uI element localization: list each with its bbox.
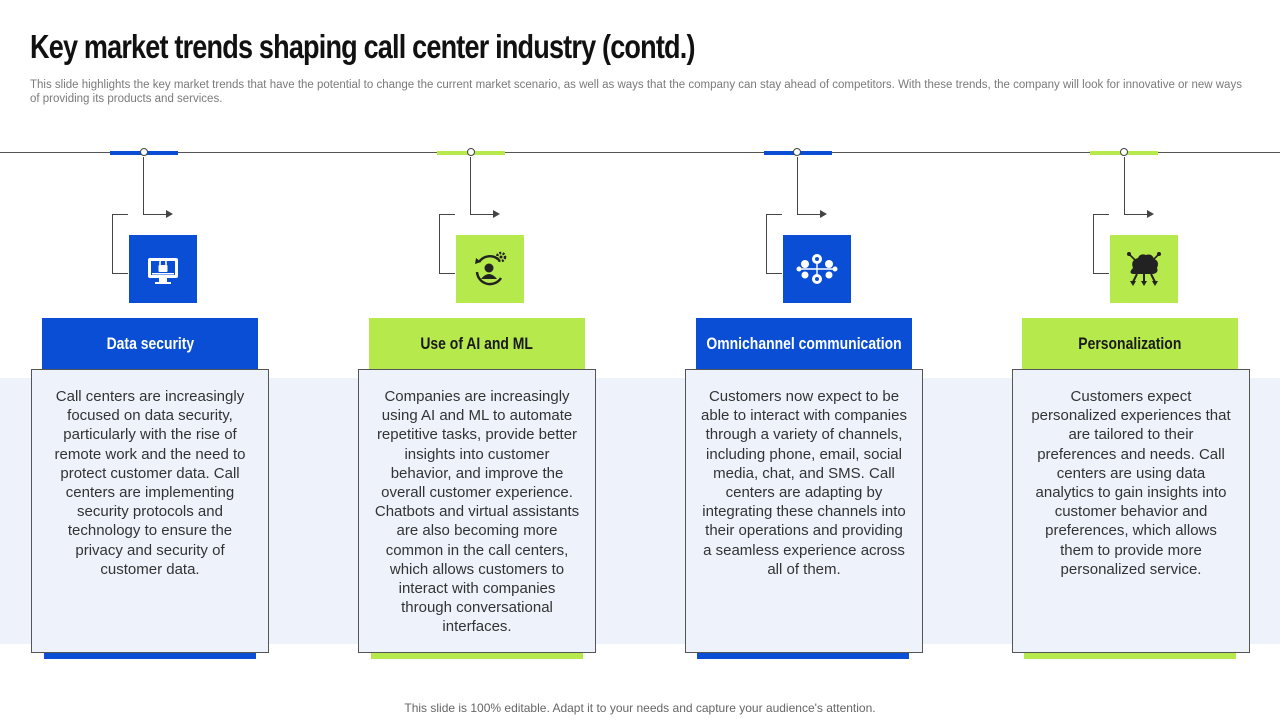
trend-icon-box xyxy=(456,235,524,303)
connector-line xyxy=(797,157,798,214)
timeline-dot xyxy=(793,148,801,156)
card-underbar xyxy=(1024,653,1236,659)
trend-heading: Personalization xyxy=(1078,334,1182,353)
connector-line xyxy=(797,214,822,215)
arrow-icon xyxy=(166,210,173,218)
connector-bracket xyxy=(439,214,455,274)
connector-line xyxy=(470,214,495,215)
arrow-icon xyxy=(1147,210,1154,218)
trend-card: Customers expect personalized experience… xyxy=(1012,369,1250,653)
trend-icon-box xyxy=(129,235,197,303)
timeline-dot xyxy=(140,148,148,156)
timeline-dot xyxy=(1120,148,1128,156)
connector-bracket xyxy=(1093,214,1109,274)
secure-computer-lock-icon xyxy=(148,258,178,284)
trend-icon-box xyxy=(783,235,851,303)
trend-header: Personalization xyxy=(1022,318,1238,370)
trend-header: Use of AI and ML xyxy=(369,318,585,370)
brain-circuit-icon xyxy=(1127,252,1161,286)
page-title: Key market trends shaping call center in… xyxy=(30,28,695,65)
card-underbar xyxy=(44,653,256,659)
connector-line xyxy=(143,214,168,215)
connector-line xyxy=(1124,214,1149,215)
user-gear-cycle-icon xyxy=(475,251,507,286)
arrow-icon xyxy=(820,210,827,218)
trend-icon-box xyxy=(1110,235,1178,303)
trend-heading: Use of AI and ML xyxy=(420,334,534,353)
trend-header: Data security xyxy=(42,318,258,370)
connector-line xyxy=(470,157,471,214)
trend-card: Customers now expect to be able to inter… xyxy=(685,369,923,653)
footer-note: This slide is 100% editable. Adapt it to… xyxy=(404,701,876,715)
channel-network-icon xyxy=(796,254,838,284)
card-underbar xyxy=(697,653,909,659)
trend-description: Customers expect personalized experience… xyxy=(1031,388,1231,578)
page-subtitle: This slide highlights the key market tre… xyxy=(30,79,1242,105)
connector-line xyxy=(1124,157,1125,214)
trend-card: Call centers are increasingly focused on… xyxy=(31,369,269,653)
trend-header: Omnichannel communication xyxy=(696,318,912,370)
timeline-line xyxy=(0,152,1280,153)
arrow-icon xyxy=(493,210,500,218)
trend-description: Companies are increasingly using AI and … xyxy=(374,388,580,636)
trend-description: Customers now expect to be able to inter… xyxy=(701,388,907,578)
trend-heading: Omnichannel communication xyxy=(706,334,902,353)
connector-bracket xyxy=(112,214,128,274)
card-underbar xyxy=(371,653,583,659)
trend-card: Companies are increasingly using AI and … xyxy=(358,369,596,653)
timeline-dot xyxy=(467,148,475,156)
trend-description: Call centers are increasingly focused on… xyxy=(54,388,246,578)
connector-line xyxy=(143,157,144,214)
trend-heading: Data security xyxy=(106,334,194,353)
connector-bracket xyxy=(766,214,782,274)
